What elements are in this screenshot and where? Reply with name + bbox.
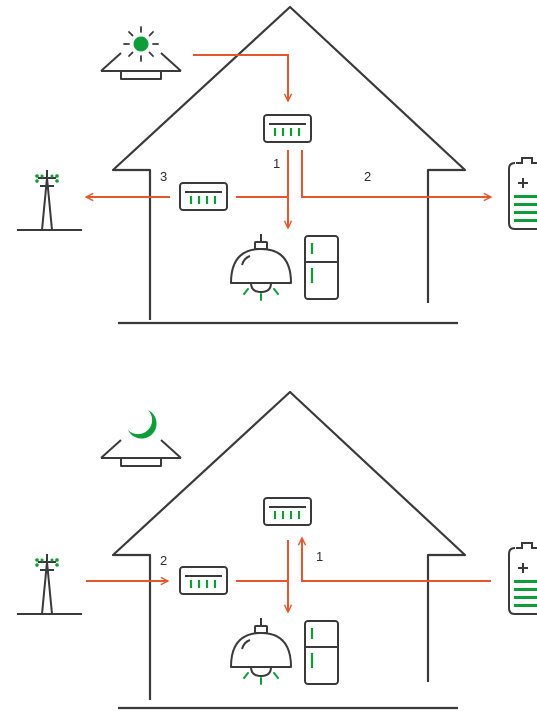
solar-to-inverter-arrow	[193, 54, 288, 101]
power-pylon-icon	[17, 170, 82, 231]
flow-label-home: 1	[273, 156, 280, 171]
power-pylon-icon	[17, 554, 82, 615]
fridge-icon	[304, 620, 339, 685]
flow-label-battery: 2	[364, 169, 371, 184]
flow-label-battery: 1	[316, 549, 323, 564]
flow-label-grid: 3	[160, 169, 167, 184]
day-scene: 1 2 3	[17, 5, 537, 325]
solar-panel-icon	[100, 52, 182, 80]
house-outline	[111, 390, 467, 710]
day-flow-arrows	[86, 54, 491, 228]
lamp-icon	[230, 618, 292, 685]
solar-panel-icon	[100, 439, 182, 467]
night-flow-arrows	[86, 538, 491, 612]
night-scene: 1 2	[17, 390, 537, 710]
inverter-to-battery-arrow	[301, 150, 491, 197]
moon-icon	[128, 410, 157, 439]
lamp-icon	[230, 234, 292, 301]
sun-icon	[123, 26, 159, 62]
house-outline	[111, 5, 467, 325]
battery-icon	[508, 157, 537, 230]
flow-label-grid: 2	[160, 553, 167, 568]
meter-icon	[179, 182, 228, 211]
battery-icon	[508, 542, 537, 615]
fridge-icon	[304, 235, 339, 300]
inverter-icon	[263, 497, 312, 526]
battery-to-inverter-arrow	[302, 538, 491, 582]
inverter-icon	[263, 114, 312, 143]
meter-icon	[179, 566, 228, 595]
